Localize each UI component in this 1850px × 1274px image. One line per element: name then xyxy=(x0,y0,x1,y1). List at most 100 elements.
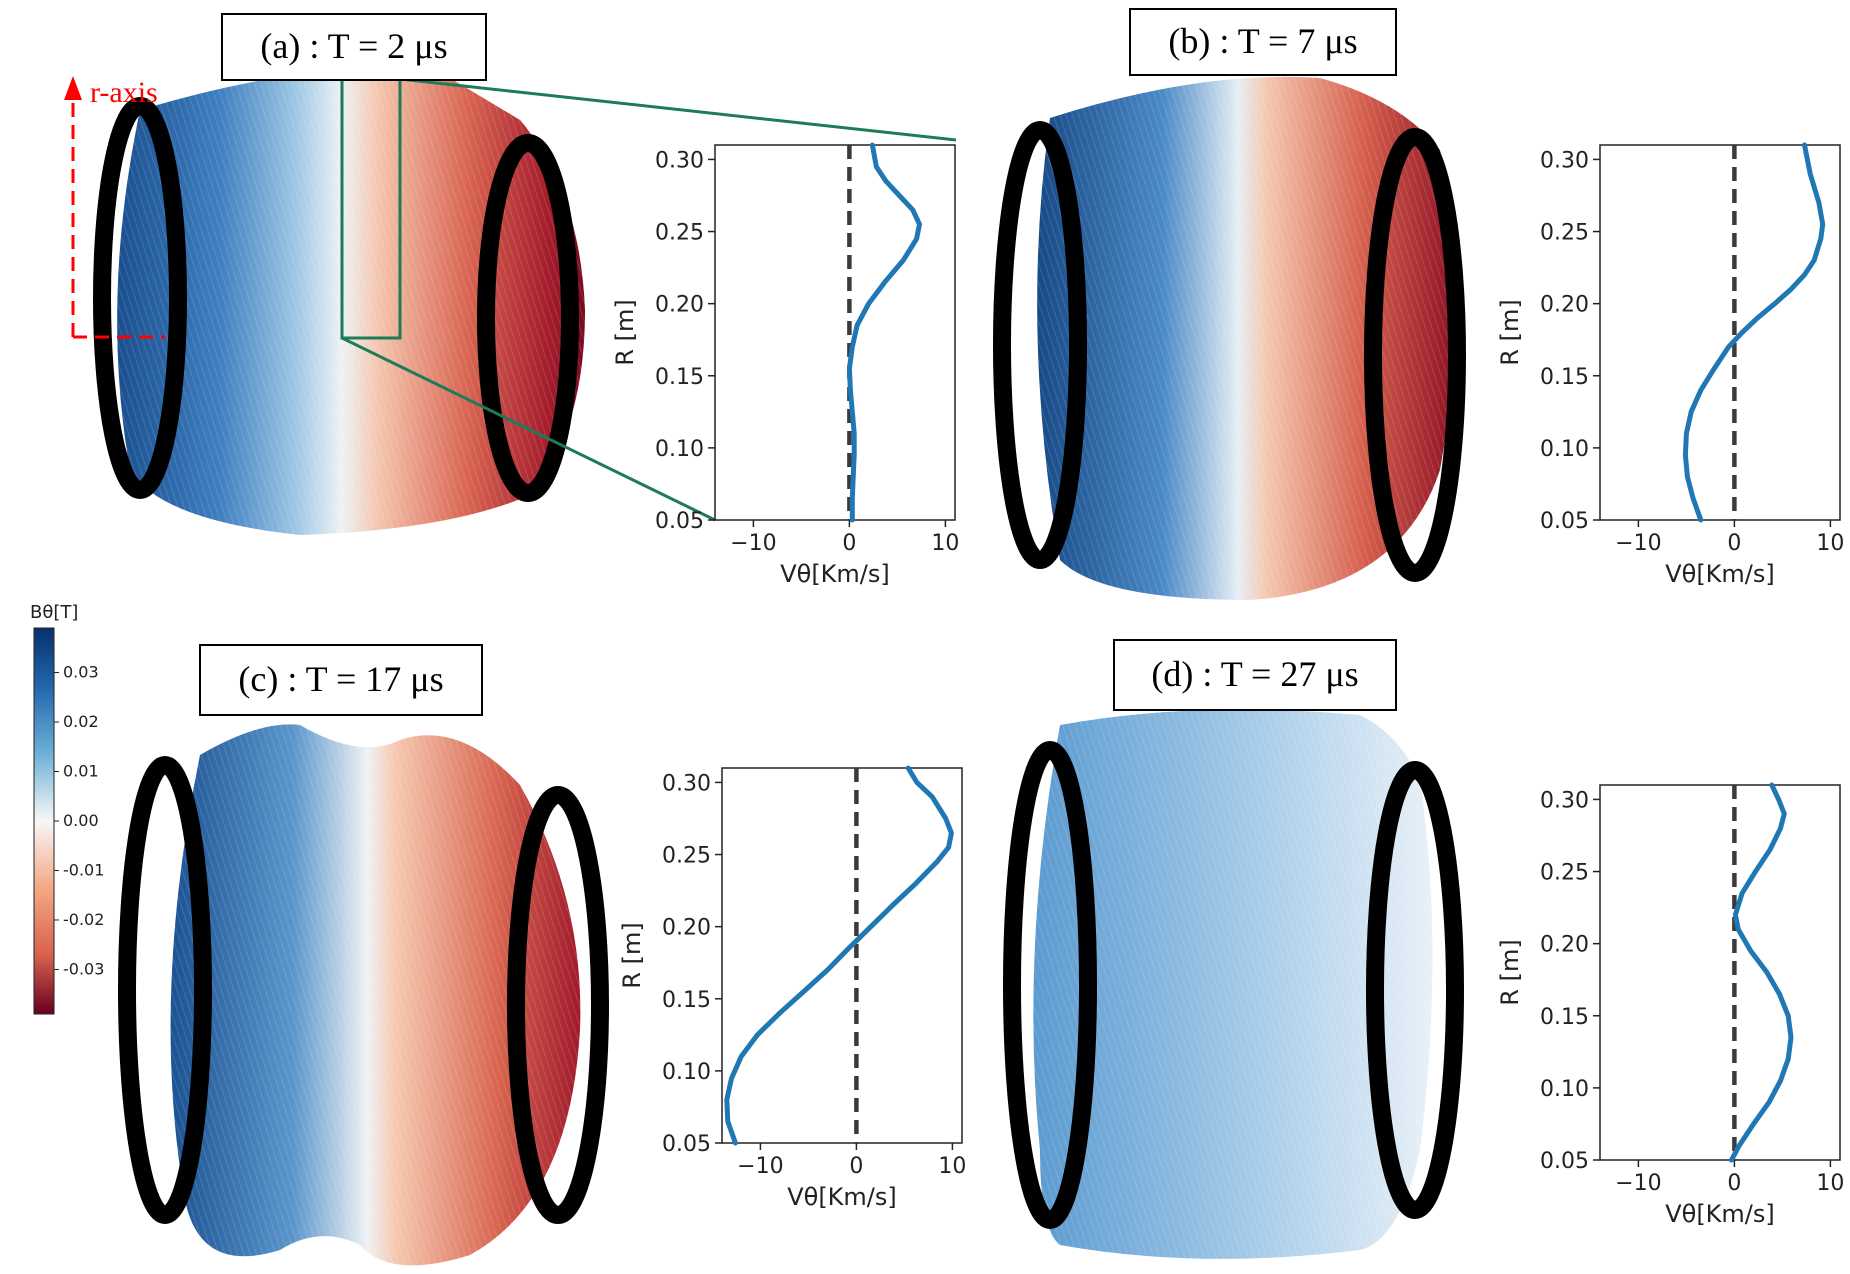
colorbar-tick-label: 0.01 xyxy=(63,762,99,781)
y-tick-label: 0.10 xyxy=(662,1060,711,1085)
r-axis-annotation: r-axis xyxy=(64,76,165,339)
colorbar-tick-label: -0.03 xyxy=(63,959,104,978)
panel-title-a-text: (a) : T = 2 μs xyxy=(260,26,447,66)
panel-title-c-text: (c) : T = 17 μs xyxy=(238,659,443,699)
velocity-profile-line xyxy=(846,142,922,523)
flux-tube-d xyxy=(1003,709,1464,1259)
colorbar-tick-label: -0.01 xyxy=(63,860,104,879)
r-axis-arrowhead xyxy=(64,76,82,100)
x-tick-label: 0 xyxy=(849,1154,863,1179)
x-tick-label: 0 xyxy=(842,531,856,556)
x-tick-label: −10 xyxy=(730,531,776,556)
colorbar-tick-label: 0.03 xyxy=(63,663,99,682)
r-axis-label: r-axis xyxy=(90,76,158,109)
colorbar-gradient xyxy=(33,627,55,1015)
x-tick-label: −10 xyxy=(1615,531,1661,556)
y-tick-label: 0.20 xyxy=(655,293,704,318)
x-tick-label: 10 xyxy=(931,531,959,556)
x-axis-label: Vθ[Km/s] xyxy=(1665,1200,1775,1228)
coil-left-b xyxy=(993,121,1087,569)
panel-title-b: (b) : T = 7 μs xyxy=(1129,8,1397,76)
y-tick-label: 0.05 xyxy=(655,509,704,534)
zoom-line-top xyxy=(399,77,957,142)
y-tick-label: 0.10 xyxy=(655,437,704,462)
flux-tube-d-streaks xyxy=(1033,709,1433,1259)
flux-tube-a-streaks xyxy=(117,65,585,535)
panel-title-a: (a) : T = 2 μs xyxy=(221,13,487,81)
plot-frame xyxy=(1599,144,1841,521)
flux-tube-c xyxy=(118,724,609,1266)
y-tick-label: 0.30 xyxy=(1540,148,1589,173)
panel-title-b-text: (b) : T = 7 μs xyxy=(1168,21,1357,61)
x-tick-label: 10 xyxy=(1816,531,1844,556)
panel-title-d-box xyxy=(1113,639,1397,711)
velocity-profile-line xyxy=(1729,782,1794,1163)
panel-title-c-box xyxy=(199,644,483,716)
flux-tube-a xyxy=(93,65,585,535)
y-tick-label: 0.05 xyxy=(662,1132,711,1157)
x-tick-label: −10 xyxy=(737,1154,783,1179)
y-tick-label: 0.15 xyxy=(655,365,704,390)
colorbar-tick-label: 0.02 xyxy=(63,712,99,731)
panel-title-a-box xyxy=(221,13,487,81)
y-tick-label: 0.30 xyxy=(655,148,704,173)
y-tick-label: 0.20 xyxy=(662,916,711,941)
coil-right-d xyxy=(1366,761,1464,1219)
panel-title-d: (d) : T = 27 μs xyxy=(1113,639,1397,711)
coil-left-d xyxy=(1003,741,1097,1229)
y-tick-label: 0.25 xyxy=(1540,861,1589,886)
y-axis-label: R [m] xyxy=(618,922,646,988)
velocity-profile-line xyxy=(1682,142,1826,523)
x-axis-label: Vθ[Km/s] xyxy=(1665,560,1775,588)
velocity-profile-line xyxy=(724,765,954,1146)
plot-frame xyxy=(714,144,956,521)
colorbar-tick-label: 0.00 xyxy=(63,811,99,830)
y-tick-label: 0.10 xyxy=(1540,1077,1589,1102)
coil-left-a xyxy=(93,97,187,499)
coil-right-b xyxy=(1364,128,1466,582)
y-axis-label: R [m] xyxy=(1496,299,1524,365)
y-tick-label: 0.15 xyxy=(1540,1005,1589,1030)
y-tick-label: 0.25 xyxy=(1540,221,1589,246)
x-axis-label: Vθ[Km/s] xyxy=(780,560,890,588)
y-tick-label: 0.25 xyxy=(655,221,704,246)
x-tick-label: 0 xyxy=(1727,1171,1741,1196)
panel-title-c: (c) : T = 17 μs xyxy=(199,644,483,716)
panel-title-d-text: (d) : T = 27 μs xyxy=(1151,654,1358,694)
flux-tube-b-streaks xyxy=(1037,76,1455,600)
y-tick-label: 0.05 xyxy=(1540,1149,1589,1174)
y-tick-label: 0.15 xyxy=(1540,365,1589,390)
y-axis-label: R [m] xyxy=(611,299,639,365)
panel-title-b-box xyxy=(1129,8,1397,76)
y-axis-label: R [m] xyxy=(1496,939,1524,1005)
y-tick-label: 0.30 xyxy=(662,771,711,796)
x-tick-label: 0 xyxy=(1727,531,1741,556)
coil-right-c xyxy=(507,786,609,1224)
x-tick-label: 10 xyxy=(938,1154,966,1179)
x-axis-label: Vθ[Km/s] xyxy=(787,1183,897,1211)
coil-left-c xyxy=(118,756,212,1224)
colorbar-ticks: 0.03 0.02 0.01 0.00 -0.01 -0.02 -0.03 xyxy=(54,663,104,978)
x-tick-label: 10 xyxy=(1816,1171,1844,1196)
plot-frame xyxy=(1599,784,1841,1161)
flux-tube-b xyxy=(993,76,1466,600)
y-tick-label: 0.30 xyxy=(1540,788,1589,813)
y-tick-label: 0.05 xyxy=(1540,509,1589,534)
colorbar-label: Bθ[T] xyxy=(30,602,78,623)
y-tick-label: 0.15 xyxy=(662,988,711,1013)
y-tick-label: 0.20 xyxy=(1540,293,1589,318)
flux-tube-c-streaks xyxy=(170,724,581,1266)
zoom-line-bottom xyxy=(341,336,716,522)
y-tick-label: 0.20 xyxy=(1540,933,1589,958)
coil-right-a xyxy=(477,134,579,502)
colorbar-tick-label: -0.02 xyxy=(63,910,104,929)
y-tick-label: 0.25 xyxy=(662,844,711,869)
x-tick-label: −10 xyxy=(1615,1171,1661,1196)
y-tick-label: 0.10 xyxy=(1540,437,1589,462)
colorbar: Bθ[T] 0.03 0.02 0.01 0.00 -0.01 -0.02 -0.03 xyxy=(30,602,104,1015)
